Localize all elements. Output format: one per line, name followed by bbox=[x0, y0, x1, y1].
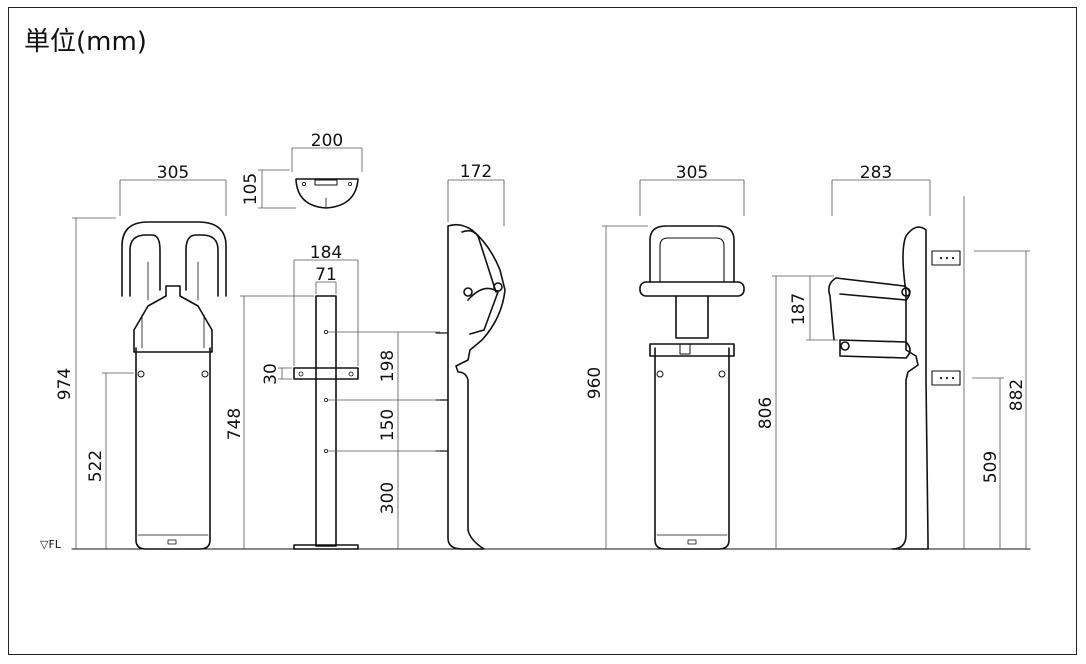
top-bracket-view bbox=[295, 178, 359, 209]
bracket-slot bbox=[314, 179, 338, 186]
rail-base-plate bbox=[293, 544, 359, 550]
floor-label: ▽FL bbox=[40, 538, 62, 551]
dim-spacing-198: 198 bbox=[378, 350, 398, 382]
front-left-arm-fold bbox=[129, 234, 161, 297]
side-pivot-2 bbox=[493, 282, 503, 292]
dim-open-width: 305 bbox=[676, 163, 708, 183]
side-open-body bbox=[891, 226, 929, 550]
rail-hole-1 bbox=[323, 329, 328, 334]
wall-bracket-dots bbox=[939, 256, 955, 380]
dim-front-width: 305 bbox=[157, 163, 189, 183]
side-pivot-1 bbox=[463, 287, 473, 297]
side-arm-upper bbox=[461, 229, 497, 293]
rail-arm-hole-right bbox=[348, 371, 354, 377]
dim-rail-width: 184 bbox=[310, 243, 342, 263]
dim-armrest-height: 187 bbox=[789, 293, 809, 325]
dim-spacing-150: 150 bbox=[378, 409, 398, 441]
dim-bracket-thickness: 30 bbox=[261, 363, 281, 385]
rail-bracket-arm bbox=[293, 367, 359, 380]
side-open-arm-front bbox=[828, 277, 837, 341]
front-seat-folded bbox=[133, 285, 213, 353]
rail-hole-2 bbox=[323, 397, 328, 402]
bracket-hole-right bbox=[347, 181, 352, 186]
drawing-frame bbox=[8, 7, 1077, 655]
side-open-seat bbox=[839, 339, 911, 359]
unit-title: 単位(mm) bbox=[24, 27, 147, 57]
open-backrest-inner bbox=[659, 237, 725, 283]
side-open-pivot-2 bbox=[840, 341, 850, 351]
dim-front-bracket-height: 522 bbox=[86, 450, 106, 482]
front-view-folded bbox=[121, 221, 227, 550]
wall-bracket-upper bbox=[931, 250, 961, 266]
dim-front-height: 974 bbox=[55, 368, 75, 400]
side-open-pivot-1 bbox=[901, 287, 911, 297]
bracket-hole-left bbox=[301, 181, 306, 186]
front-backrest-outline bbox=[121, 221, 227, 297]
side-open-armrest bbox=[835, 277, 911, 301]
front-arm-inner bbox=[147, 261, 199, 301]
dim-total-height: 882 bbox=[1007, 379, 1027, 411]
open-foot-slot bbox=[687, 539, 697, 545]
rail-arm-hole-left bbox=[298, 371, 304, 377]
wall-bracket-lower bbox=[931, 370, 961, 386]
open-seat-support bbox=[675, 295, 709, 339]
open-seat-clip bbox=[679, 343, 691, 355]
dim-side-depth: 172 bbox=[460, 162, 492, 182]
side-arm-lower bbox=[467, 287, 499, 335]
open-body-outline bbox=[654, 347, 730, 550]
front-foot-slot bbox=[167, 539, 177, 545]
dim-seat-height: 806 bbox=[756, 397, 776, 429]
front-right-arm-fold bbox=[185, 234, 219, 297]
open-backrest-outline bbox=[649, 225, 735, 283]
open-seat-front bbox=[649, 343, 735, 357]
front-right-bolt bbox=[201, 370, 209, 378]
side-view-folded bbox=[435, 223, 506, 550]
open-right-bolt bbox=[718, 370, 726, 378]
side-view-open bbox=[828, 226, 961, 550]
dim-rail-height: 748 bbox=[225, 408, 245, 440]
open-left-bolt bbox=[656, 370, 664, 378]
rail-hole-3 bbox=[323, 448, 328, 453]
dim-open-height: 960 bbox=[585, 367, 605, 399]
dim-bracket-depth: 105 bbox=[241, 173, 261, 205]
dim-side-open-depth: 283 bbox=[860, 163, 892, 183]
dim-post-width: 71 bbox=[315, 265, 337, 285]
front-body-outline bbox=[135, 347, 211, 550]
dim-bracket-width: 200 bbox=[311, 131, 343, 151]
mounting-rail-view bbox=[293, 295, 359, 550]
side-rail-stubs bbox=[435, 332, 449, 452]
open-armrest-bar bbox=[639, 281, 745, 297]
front-left-bolt bbox=[137, 370, 145, 378]
dim-spacing-300: 300 bbox=[378, 482, 398, 514]
rail-post bbox=[315, 295, 337, 547]
front-view-open bbox=[639, 225, 745, 550]
dimension-lines bbox=[72, 147, 1030, 549]
dim-bracket-height-509: 509 bbox=[981, 451, 1001, 483]
front-seat-ribs bbox=[141, 314, 205, 349]
side-folded-outline bbox=[447, 223, 506, 550]
